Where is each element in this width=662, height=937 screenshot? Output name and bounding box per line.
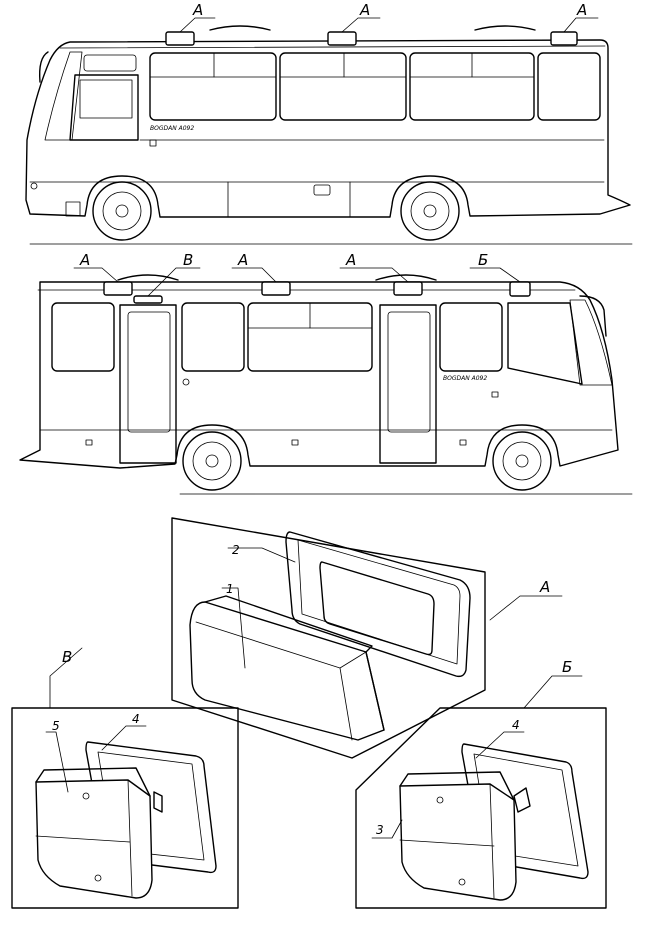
roof-vent [375,274,437,281]
windshield [569,299,613,386]
detail-view-a: А 2 1 [171,517,563,759]
callout-label: А [359,1,370,19]
roof-vent [474,25,536,31]
front-lamp-housing [509,281,531,297]
side-windows [149,52,601,121]
bus-body-outline [25,39,631,218]
lamp-lens-opening [319,561,435,656]
roof-lamp-housing [103,281,133,296]
roof-lamp-housing [165,31,195,46]
roof-lamp-housing [261,281,291,296]
front-upper-window [83,54,137,72]
bus-body-outline [19,281,619,469]
callout-label: А [237,251,248,269]
driver-door-window [79,79,133,119]
lamp-base-frame [461,743,589,880]
view-leader [49,647,83,709]
side-marker [149,139,157,147]
part-number: 4 [132,712,140,726]
mirror [579,295,607,337]
brand-lettering: BOGDAN A092 [150,125,194,132]
view-label: Б [562,658,572,676]
mirror [38,51,49,83]
screw [94,874,102,882]
fuel-flap [313,184,331,196]
part-number: 2 [232,543,240,557]
wheel-rear [400,181,460,241]
roof-line [59,45,606,49]
windshield [44,51,83,141]
detail-frame [171,517,486,759]
part-number: 3 [376,823,384,837]
lamp-cover [189,601,385,741]
callout-label: А [192,1,203,19]
detail-view-b: Б 3 4 [355,658,607,909]
part-number: 4 [512,718,520,732]
lamp-cover [35,779,153,899]
middle-door [379,304,437,464]
detail-frame [355,707,607,909]
part-number: 1 [226,582,234,596]
wheel-front [92,181,152,241]
callout-label: А [79,251,90,269]
front-step [65,201,81,217]
screw [82,792,90,800]
lamp-base-frame [85,741,217,874]
bus-side-view-top: BOGDAN A092 А А А [25,1,633,245]
side-windows [51,302,583,385]
roof-vent [209,25,271,31]
part-number: 5 [52,719,60,733]
detail-frame [11,707,239,909]
brand-lettering: BOGDAN A092 [443,375,487,382]
callout-label: А [345,251,356,269]
detail-view-v: В 5 4 [11,647,239,909]
clip [153,791,163,813]
callout-label: А [576,1,587,19]
roof-vent [117,274,179,281]
screw [458,878,466,886]
view-label: А [539,578,550,596]
headlight [30,182,38,190]
view-label: В [62,648,72,666]
view-leader [523,675,583,709]
roof-lamp-housing [327,31,357,46]
roof-lamp-housing [550,31,578,46]
screw [436,796,444,804]
bus-side-view-bottom: BOGDAN A092 А В А А Б [19,251,633,495]
front-door [119,304,177,464]
lamp-cover [399,783,517,901]
driver-door [69,74,139,141]
clip [513,787,531,813]
wheel-front [492,431,552,491]
door-lamp-housing [133,295,163,304]
callout-label: В [183,251,193,269]
roof-lamp-housing [393,281,423,296]
wheel-rear [182,431,242,491]
callout-label: Б [478,251,488,269]
lamp-base-frame [285,531,471,678]
view-leader [489,595,563,621]
